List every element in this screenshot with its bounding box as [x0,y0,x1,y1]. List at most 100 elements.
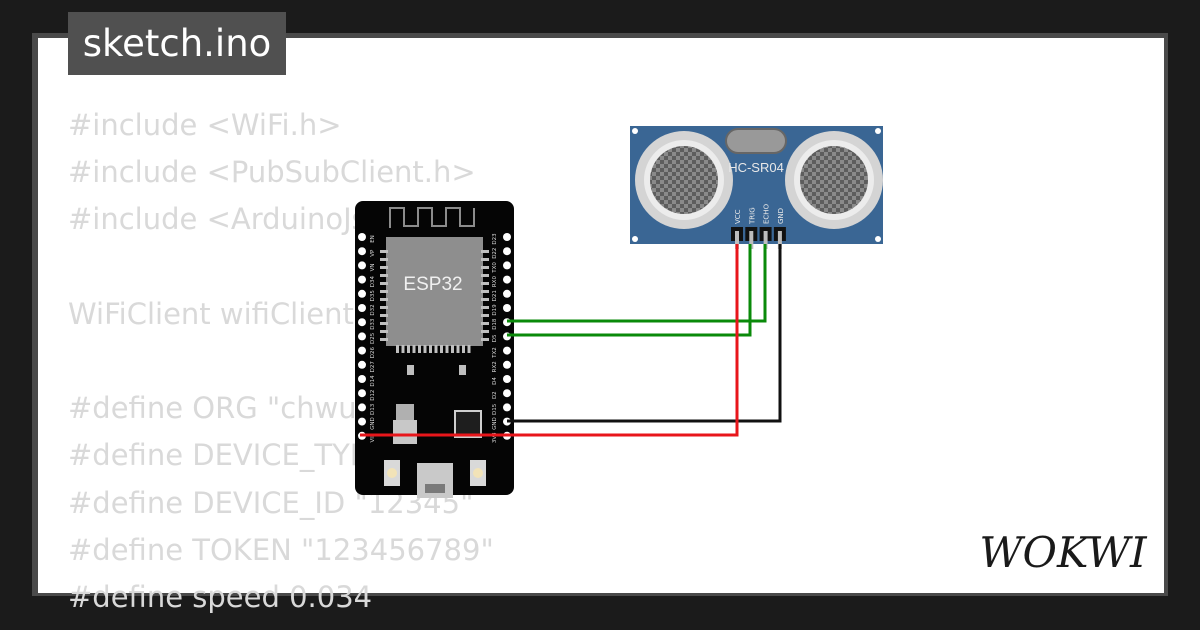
module-pads [380,250,489,353]
pin-label: GND [370,417,376,430]
pin-label: D18 [492,318,498,330]
pin-label: D33 [370,318,376,330]
pin-d14[interactable] [358,375,366,383]
sensor-pin-leg [735,231,739,249]
sensor-pin-label: VCC [734,209,742,224]
pin-label: TX0 [492,262,498,274]
code-line: #include <PubSubClient.h> [68,155,476,190]
pin-label: D19 [492,304,498,316]
code-line: #include <WiFi.h> [68,108,342,142]
esp32-module [386,237,483,346]
pin-d27[interactable] [358,360,366,369]
pin-d32[interactable] [358,304,366,312]
transducer-left [635,131,733,229]
sensor-pin-label: ECHO [763,203,771,224]
pin-d35[interactable] [358,289,366,298]
pin-label: D27 [370,361,376,373]
pin-label: D35 [370,290,376,302]
pin-d19[interactable] [503,304,511,312]
pin-label: D2 [492,391,498,399]
pin-label: RX0 [492,276,498,288]
esp32-antenna [385,201,482,235]
esp32-pin-row-left[interactable] [358,233,366,440]
sensor-pin-leg [763,231,768,249]
boot-button[interactable] [470,460,486,486]
pin-d26[interactable] [358,346,366,355]
wokwi-logo: WOKWI [979,528,1148,577]
pin-d15[interactable] [503,403,511,412]
pin-label: D4 [492,377,498,385]
pin-label: D14 [370,375,376,387]
code-line: #define TOKEN "123456789" [68,532,494,567]
reset-button[interactable] [384,460,400,486]
crystal-oscillator [725,128,787,154]
pin-d22[interactable] [503,247,511,256]
hc-sr04-sensor[interactable]: HC-SR04 VCC TRIG ECHO GND [630,126,883,249]
pin-d4[interactable] [503,375,511,383]
sensor-pin-label: GND [777,208,785,224]
code-line: WiFiClient wifiClient; [68,296,364,331]
pin-label: TX2 [492,347,498,359]
pin-label: D12 [370,390,376,401]
sensor-pin-leg [777,231,782,249]
wires[interactable] [360,244,782,437]
pin-label: RX2 [492,361,498,372]
pin-label: EN [370,235,376,243]
sensor-header-pins[interactable] [731,227,786,249]
usb-port [417,463,453,498]
code-preview: #include <WiFi.h> #include <PubSubClient.… [68,102,513,621]
pin-d2[interactable] [503,389,511,398]
pin-d33[interactable] [358,318,366,327]
pin-label: GND [492,417,498,430]
sensor-pin-leg [749,231,754,249]
pin-label: VIN [370,433,376,443]
pin-label: D15 [492,403,498,415]
wire-trig-green[interactable] [507,244,767,323]
pin-label: D13 [370,403,376,415]
pin-tx0[interactable] [503,261,511,270]
pin-d13[interactable] [358,403,366,412]
pin-tx2[interactable] [503,346,511,355]
pin-label: D25 [370,332,376,344]
pin-d25[interactable] [358,332,366,341]
simulation-canvas: #include <WiFi.h> #include <PubSubClient.… [38,38,1164,614]
pin-d34[interactable] [358,275,366,284]
pin-d21[interactable] [503,289,511,298]
pin-label: VP [370,249,376,257]
wire-vcc-red[interactable] [360,244,739,437]
pin-en[interactable] [358,233,366,241]
pin-gnd[interactable] [358,417,366,426]
sensor-pin-label: TRIG [748,207,756,225]
code-line: #define ORG "chwu [68,391,357,426]
pin-label: VN [370,263,376,271]
pin-d23[interactable] [503,233,511,241]
sensor-mount-holes [632,128,881,242]
esp32-components [393,365,482,444]
wire-gnd-black[interactable] [507,244,782,423]
pin-label: D34 [370,275,376,287]
sketch-filename-tab[interactable]: sketch.ino [68,12,286,75]
pin-rx0[interactable] [503,275,511,284]
pin-d12[interactable] [358,389,366,398]
sensor-pin-labels: VCC TRIG ECHO GND [734,203,785,225]
code-line: #define speed 0.034 [68,579,373,614]
wire-echo-green[interactable] [507,244,752,337]
pin-label: D22 [492,248,498,259]
pin-vn[interactable] [358,261,366,270]
pin-label: 3V3 [492,432,498,443]
transducer-right [785,131,883,229]
esp32-module-label: ESP32 [403,274,462,295]
esp32-board[interactable]: ESP32 ENVPVND34D35D32D33D25D26D27D14D12D… [355,201,514,498]
sensor-label: HC-SR04 [728,160,784,175]
pin-label: D32 [370,304,376,315]
pin-label: D5 [492,334,498,342]
pin-label: D26 [370,346,376,358]
pin-vp[interactable] [358,247,366,256]
esp32-pin-row-right[interactable] [503,233,511,440]
pin-label: D21 [492,290,498,301]
pin-label: D23 [492,233,498,245]
pin-rx2[interactable] [503,360,511,369]
